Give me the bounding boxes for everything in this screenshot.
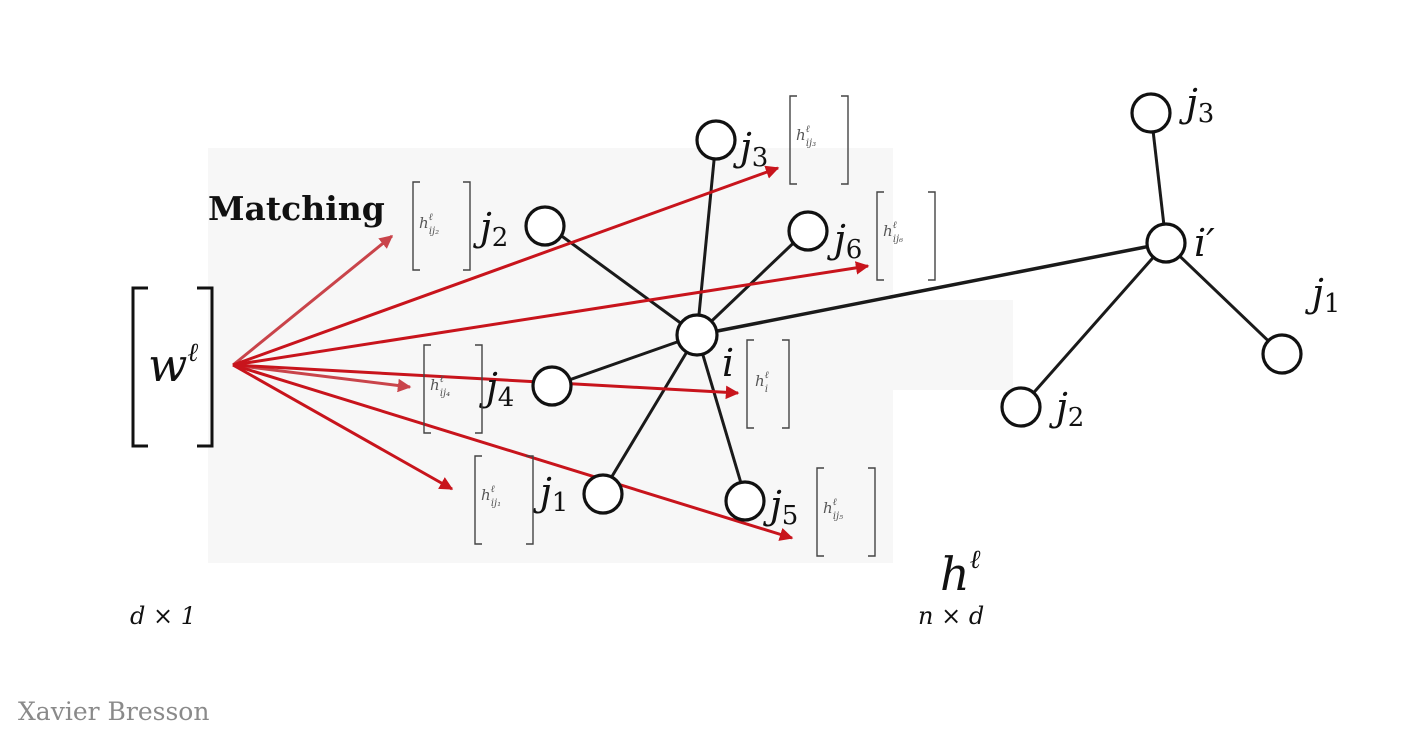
arrow-to-j2-feature (232, 234, 394, 367)
node-j4 (531, 365, 573, 407)
arrow-to-j5-feature (232, 363, 794, 541)
node-i (675, 313, 719, 357)
node-second-j1 (1261, 333, 1303, 375)
node-j6 (787, 210, 829, 252)
weight-vector: wℓ (131, 286, 214, 448)
edge-i-j4 (551, 333, 698, 388)
label-second-j1: j1 (1305, 271, 1340, 319)
node-j3 (695, 119, 737, 161)
node-second-j2 (1000, 386, 1042, 428)
arrow-to-i-feature (232, 363, 740, 400)
left-bracket (131, 286, 148, 448)
background-panel (893, 300, 1013, 390)
node-j2 (524, 205, 566, 247)
right-bracket (197, 286, 214, 448)
diagram-title: Matching (208, 189, 385, 228)
label-i: i (722, 341, 734, 385)
arrow-to-j6-feature (232, 261, 870, 367)
matching-arrows (232, 165, 870, 541)
arrow-to-j1-feature (232, 363, 454, 491)
label-iprime: i′ (1194, 221, 1215, 265)
label-second-j3: j3 (1179, 81, 1214, 129)
node-j5 (724, 480, 766, 522)
second-graph-edges (1019, 112, 1284, 408)
arrow-to-j4-feature (232, 363, 412, 393)
weight-symbol: wℓ (148, 338, 198, 392)
weight-dimension: d × 1 (130, 602, 196, 630)
label-second-j2: j2 (1049, 385, 1084, 433)
edge-iprime-j1 (1164, 241, 1284, 356)
feature-matrix-symbol: hℓ (940, 545, 981, 601)
edge-iprime-j3 (1149, 112, 1168, 244)
author-footer: Xavier Bresson (18, 697, 209, 726)
edge-i-j3 (695, 139, 718, 336)
feature-matrix-dimension: n × d (918, 602, 984, 630)
edge-i-j1 (600, 334, 699, 494)
edge-i-j5 (695, 334, 748, 501)
edge-i-iprime (696, 241, 1167, 337)
node-iprime (1145, 222, 1187, 264)
edge-iprime-j2 (1019, 242, 1168, 408)
edge-i-j2 (547, 224, 698, 337)
node-j1 (582, 473, 624, 515)
graph-nodes (524, 92, 1303, 522)
arrow-to-j3-feature (232, 165, 780, 367)
svg-text:hℓi: hℓi (755, 370, 769, 395)
node-second-j3 (1130, 92, 1172, 134)
